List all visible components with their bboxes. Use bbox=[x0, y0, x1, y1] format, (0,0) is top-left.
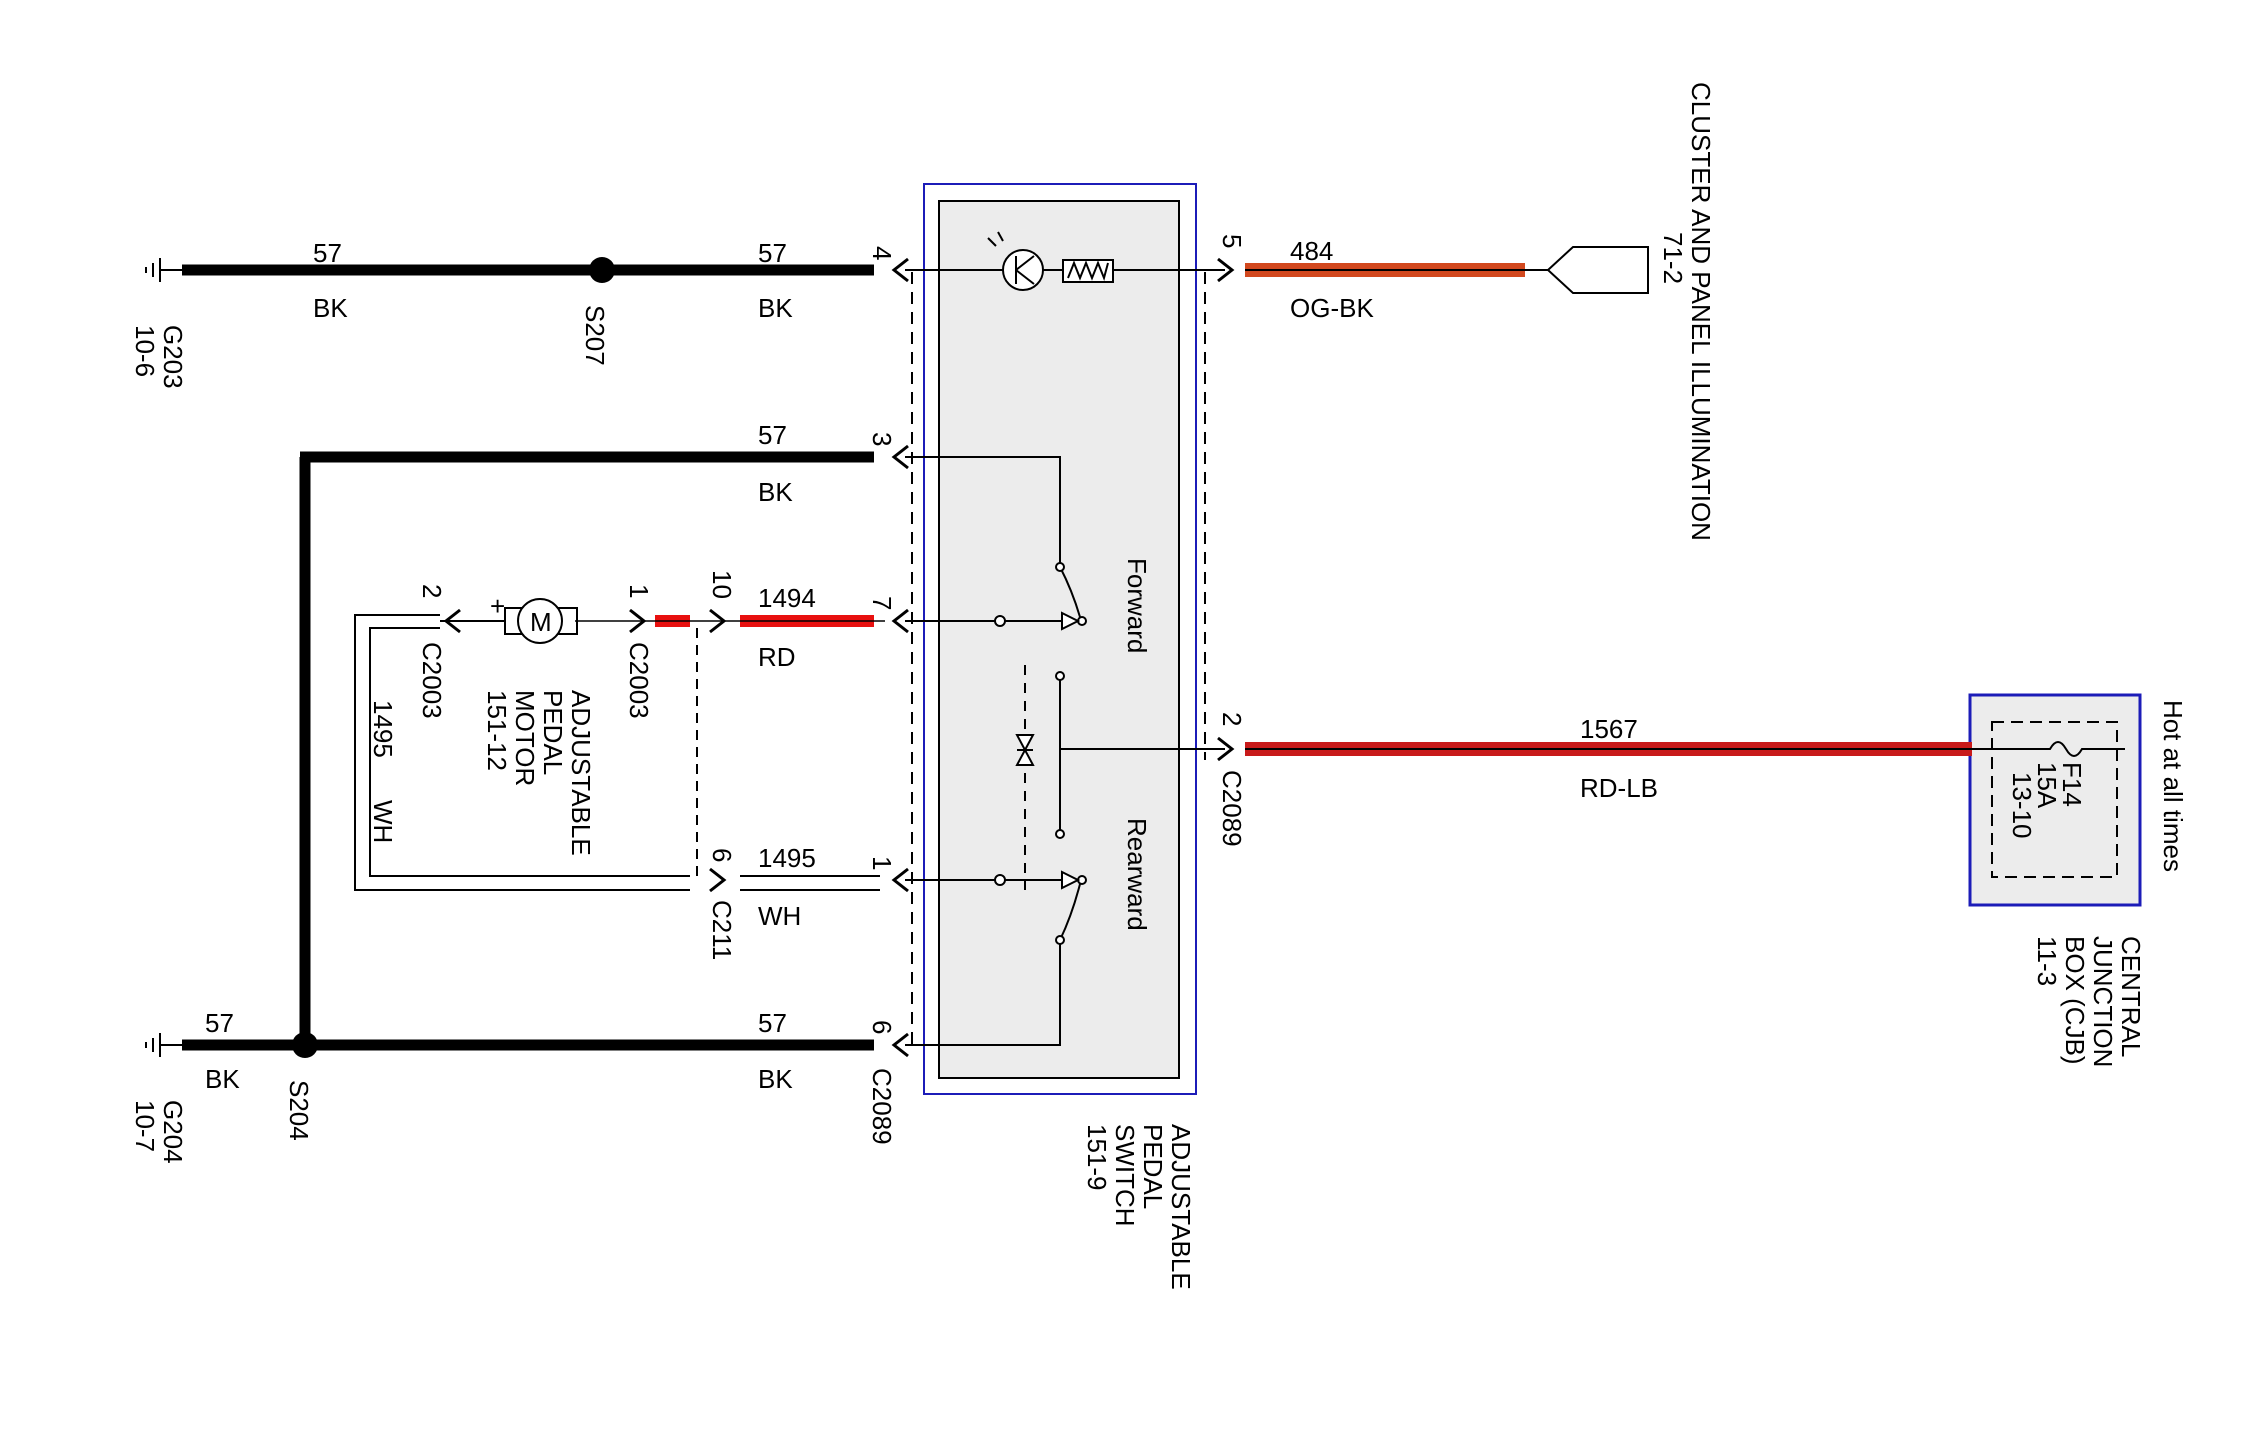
wire-1495-wh-loop bbox=[354, 614, 880, 891]
cjb-name: CENTRAL bbox=[2116, 936, 2146, 1057]
wire-color: OG-BK bbox=[1290, 293, 1374, 323]
pin-number: 7 bbox=[867, 596, 897, 610]
pin-number: 2 bbox=[417, 584, 447, 598]
pedal-switch-inner-box bbox=[938, 200, 1180, 1079]
connector-label: C2089 bbox=[1217, 770, 1247, 847]
switch-contact bbox=[1055, 935, 1065, 945]
hot-at-all-times: Hot at all times bbox=[2158, 700, 2188, 872]
pedal-switch-outer-box bbox=[923, 183, 1197, 1095]
forward-label: Forward bbox=[1122, 558, 1152, 653]
switch-name: PEDAL bbox=[1138, 1124, 1168, 1209]
connector-label: C2003 bbox=[417, 642, 447, 719]
wire-color: RD-LB bbox=[1580, 773, 1658, 803]
wire-color: BK bbox=[758, 477, 793, 507]
fuse-icon bbox=[1995, 741, 2125, 757]
cjb-name: BOX (CJB) bbox=[2060, 936, 2090, 1065]
switch-contact bbox=[1055, 829, 1065, 839]
wire-color: BK bbox=[758, 1064, 793, 1094]
motor-letter: M bbox=[530, 607, 552, 637]
wire-color: BK bbox=[205, 1064, 240, 1094]
switch-ref: 151-9 bbox=[1082, 1124, 1112, 1191]
switch-node bbox=[994, 874, 1006, 886]
wire-number: 57 bbox=[313, 238, 342, 268]
splice-label: S207 bbox=[580, 305, 610, 366]
motor-name: MOTOR bbox=[510, 690, 540, 786]
lamp-icon bbox=[1002, 249, 1044, 291]
ground-ref: 10-6 bbox=[130, 325, 160, 377]
pin-number: 1 bbox=[867, 856, 897, 870]
cjb-fuse-dashed-box bbox=[1991, 721, 2118, 878]
cluster-name: CLUSTER AND PANEL ILLUMINATION bbox=[1686, 82, 1716, 541]
wire-color: RD bbox=[758, 642, 796, 672]
wire-number: 1494 bbox=[758, 583, 816, 613]
switch-node bbox=[994, 615, 1006, 627]
rearward-label: Rearward bbox=[1122, 818, 1152, 931]
pin-number: 5 bbox=[1217, 234, 1247, 248]
cluster-connector-icon bbox=[1546, 246, 1649, 294]
cjb-box bbox=[1968, 693, 2142, 907]
ground-ref: 10-7 bbox=[130, 1100, 160, 1152]
switch-arrow-icon bbox=[1061, 870, 1081, 890]
pin-number: 6 bbox=[867, 1020, 897, 1034]
wire-number: 57 bbox=[758, 1008, 787, 1038]
wire-number: 57 bbox=[205, 1008, 234, 1038]
motor-name: ADJUSTABLE bbox=[566, 690, 596, 856]
pin-number: 6 bbox=[707, 848, 737, 862]
wire-color: BK bbox=[313, 293, 348, 323]
fuse-ref: 13-10 bbox=[2007, 772, 2037, 839]
ground-icon bbox=[145, 1033, 182, 1057]
pin-number: 3 bbox=[867, 432, 897, 446]
wire-number: 57 bbox=[758, 420, 787, 450]
cluster-ref: 71-2 bbox=[1658, 232, 1688, 284]
pin-number: 2 bbox=[1217, 712, 1247, 726]
switch-name: SWITCH bbox=[1110, 1124, 1140, 1227]
switch-name: ADJUSTABLE bbox=[1166, 1124, 1196, 1290]
connector-label: C2003 bbox=[624, 642, 654, 719]
wire-color: WH bbox=[758, 901, 801, 931]
pin-number: 4 bbox=[867, 246, 897, 260]
ground-label: G203 bbox=[158, 325, 188, 389]
wire-number: 1495 bbox=[368, 700, 398, 758]
splice-label: S204 bbox=[284, 1080, 314, 1141]
pin-number: 1 bbox=[624, 584, 654, 598]
pin-number: 10 bbox=[707, 570, 737, 599]
fuse-id: F14 bbox=[2057, 762, 2087, 807]
connector-pin-marker bbox=[443, 257, 1235, 1058]
lamp-icon bbox=[987, 231, 1035, 285]
ground-icon bbox=[145, 258, 182, 282]
connector-label: C2089 bbox=[867, 1068, 897, 1145]
cjb-name: JUNCTION bbox=[2088, 936, 2118, 1067]
wire-number: 1495 bbox=[758, 843, 816, 873]
ground-label: G204 bbox=[158, 1100, 188, 1164]
connector-label: C211 bbox=[707, 900, 737, 960]
cjb-ref: 11-3 bbox=[2032, 936, 2062, 986]
resistor-icon bbox=[1067, 260, 1109, 282]
wire-color: BK bbox=[758, 293, 793, 323]
fuse-rating: 15A bbox=[2032, 762, 2062, 809]
wire-number: 57 bbox=[758, 238, 787, 268]
motor-plus: + bbox=[490, 591, 505, 621]
switch-arrow-icon bbox=[1061, 611, 1081, 631]
switch-contact bbox=[1055, 671, 1065, 681]
motor-name: PEDAL bbox=[538, 690, 568, 775]
wire-number: 484 bbox=[1290, 236, 1333, 266]
diode-icon bbox=[1015, 734, 1035, 766]
wire-number: 1567 bbox=[1580, 714, 1638, 744]
switch-contact bbox=[1055, 562, 1065, 572]
switch-internal-circuit bbox=[905, 269, 1225, 1046]
wire-color: WH bbox=[368, 800, 398, 843]
motor-ref: 151-12 bbox=[482, 690, 512, 771]
